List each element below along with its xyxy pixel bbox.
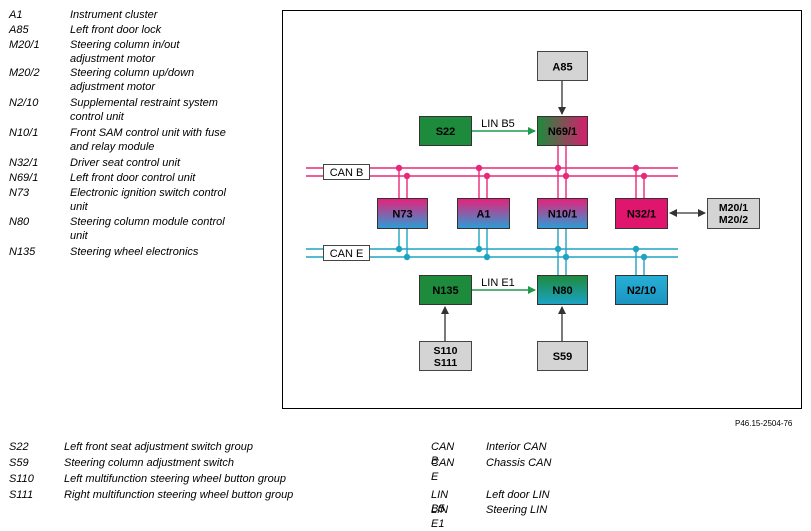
node-a85-label: A85: [552, 62, 572, 74]
node-m20: [707, 198, 760, 229]
legend-description: Electronic ignition switch control unit: [70, 187, 226, 213]
legend-description: Left door LIN: [486, 489, 550, 501]
node-a1: [457, 198, 510, 229]
node-n10-1-label: N10/1: [548, 209, 577, 221]
node-n135: [419, 275, 472, 305]
can-e-connections: [395, 229, 648, 275]
figure-reference: P46.15-2504-76: [735, 419, 793, 428]
node-s110-s111: [419, 341, 472, 371]
node-n73: [377, 198, 428, 229]
node-s22: [419, 116, 472, 146]
node-s111-label: S111: [434, 357, 458, 369]
node-n2-10: [615, 275, 668, 305]
node-a1-label: A1: [476, 209, 490, 221]
legend-code: S59: [9, 457, 29, 469]
diagram-frame: [282, 10, 802, 409]
node-n73-label: N73: [392, 209, 412, 221]
legend-description: Steering LIN: [486, 504, 548, 516]
can-b-label-box: [323, 164, 370, 180]
node-n2-10-label: N2/10: [627, 285, 656, 297]
can-e-label-box: [323, 245, 370, 261]
node-s110-label: S110: [434, 345, 458, 357]
legend-description: Driver seat control unit: [70, 157, 181, 169]
legend-code: N32/1: [9, 157, 39, 169]
node-m20-1-label: M20/1: [719, 202, 748, 214]
legend-code: S110: [9, 473, 34, 485]
legend-code: N80: [9, 216, 30, 228]
legend-description: Supplemental restraint system control un…: [70, 97, 218, 123]
legend-description: Steering column module control unit: [70, 216, 225, 242]
legend-description: Interior CAN: [486, 441, 547, 453]
legend-code: S111: [9, 489, 34, 501]
node-n32-1-label: N32/1: [627, 209, 656, 221]
node-s22-label: S22: [436, 126, 456, 138]
node-n135-label: N135: [432, 285, 458, 297]
can-b-connections: [395, 144, 648, 198]
legend-description: Left front door control unit: [70, 172, 196, 184]
legend-code: N2/10: [9, 97, 39, 109]
node-s59: [537, 341, 588, 371]
legend-description: Left front seat adjustment switch group: [64, 441, 253, 453]
legend-code: CAN B: [431, 441, 455, 467]
node-n80-label: N80: [552, 285, 572, 297]
node-s59-label: S59: [553, 351, 573, 363]
lin-b5-label: LIN B5: [481, 118, 515, 130]
legend-code: N73: [9, 187, 30, 199]
legend-description: Left multifunction steering wheel button…: [64, 473, 286, 485]
legend-description: Steering column adjustment switch: [64, 457, 234, 469]
legend-description: Steering column in/out adjustment motor: [70, 39, 180, 65]
legend-code: N135: [9, 246, 36, 258]
node-n69-1: [537, 116, 588, 146]
legend-description: Steering column up/down adjustment motor: [70, 67, 195, 93]
can-b-label: CAN B: [330, 167, 364, 179]
legend-code: M20/2: [9, 67, 40, 79]
legend-code: S22: [9, 441, 29, 453]
legend-description: Left front door lock: [70, 24, 162, 36]
legend-code: LIN B5: [431, 489, 449, 515]
node-m20-2-label: M20/2: [719, 214, 748, 226]
legend-description: Instrument cluster: [70, 9, 158, 21]
legend-code: A85: [9, 24, 29, 36]
legend-description: Chassis CAN: [486, 457, 552, 469]
node-n80: [537, 275, 588, 305]
legend-code: CAN E: [431, 457, 455, 483]
legend-code: A1: [9, 9, 23, 21]
node-a85: [537, 51, 588, 81]
lin-e1-label: LIN E1: [481, 277, 515, 289]
legend-description: Front SAM control unit with fuse and rel…: [70, 127, 226, 153]
node-n10-1: [537, 198, 588, 229]
legend-code: N10/1: [9, 127, 39, 139]
legend-description: Right multifunction steering wheel butto…: [64, 489, 294, 501]
legend-code: M20/1: [9, 39, 40, 51]
legend-code: N69/1: [9, 172, 39, 184]
legend-description: Steering wheel electronics: [70, 246, 199, 258]
node-n69-1-label: N69/1: [548, 126, 577, 138]
node-n32-1: [615, 198, 668, 229]
can-e-label: CAN E: [330, 248, 364, 260]
